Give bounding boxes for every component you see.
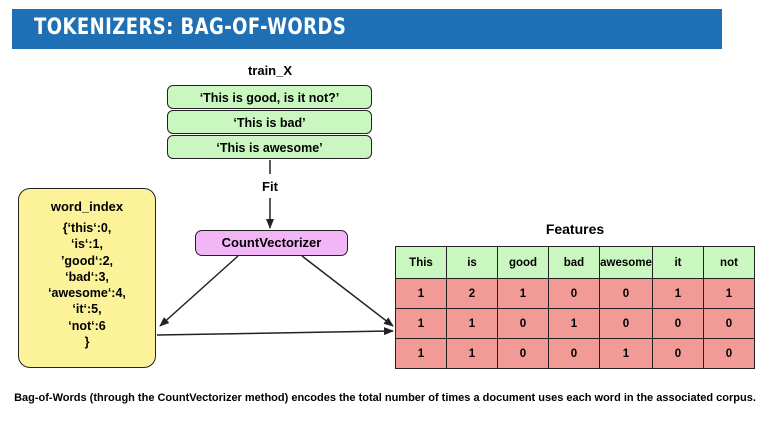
feature-cell: 1 bbox=[446, 338, 498, 369]
count-vectorizer-box: CountVectorizer bbox=[195, 230, 348, 256]
table-row: 1 1 0 0 1 0 0 bbox=[395, 338, 755, 369]
train-doc-2: ‘This is bad’ bbox=[167, 110, 372, 134]
word-index-line: ‘not‘:6 bbox=[68, 318, 106, 333]
feature-cell: 0 bbox=[548, 338, 600, 369]
word-index-line: ‘awesome‘:4, bbox=[48, 286, 126, 301]
feature-header-cell: This bbox=[395, 246, 447, 279]
word-index-line: } bbox=[84, 335, 90, 350]
feature-cell: 1 bbox=[652, 278, 704, 309]
feature-cell: 1 bbox=[599, 338, 653, 369]
word-index-line: ’good‘:2, bbox=[60, 253, 114, 268]
feature-cell: 0 bbox=[652, 308, 704, 339]
feature-header-cell: awesome bbox=[599, 246, 653, 279]
arrow-to-word-index bbox=[159, 255, 239, 327]
feature-cell: 1 bbox=[548, 308, 600, 339]
fit-label: Fit bbox=[262, 179, 278, 194]
feature-cell: 0 bbox=[652, 338, 704, 369]
word-index-title: word_index bbox=[50, 199, 124, 214]
word-index-line: ‘bad‘:3, bbox=[65, 269, 109, 284]
feature-cell: 0 bbox=[599, 308, 653, 339]
features-table: This is good bad awesome it not 1 2 1 0 … bbox=[395, 246, 755, 369]
page-title: TOKENIZERS: BAG-OF-WORDS bbox=[34, 15, 347, 40]
feature-cell: 0 bbox=[497, 338, 549, 369]
feature-cell: 0 bbox=[703, 338, 755, 369]
word-index-entries: {‘this‘:0, ‘is‘:1, ’good‘:2, ‘bad‘:3, ‘a… bbox=[19, 220, 155, 350]
word-index-line: ‘is‘:1, bbox=[71, 237, 103, 252]
title-banner: TOKENIZERS: BAG-OF-WORDS bbox=[12, 9, 722, 49]
train-doc-1: ‘This is good, is it not?’ bbox=[167, 85, 372, 109]
word-index-line: {‘this‘:0, bbox=[62, 221, 112, 235]
feature-cell: 1 bbox=[395, 338, 447, 369]
feature-header-cell: good bbox=[497, 246, 549, 279]
feature-cell: 2 bbox=[446, 278, 498, 309]
word-index-box: word_index {‘this‘:0, ‘is‘:1, ’good‘:2, … bbox=[18, 188, 156, 368]
word-index-line: ‘it‘:5, bbox=[72, 302, 102, 317]
feature-cell: 0 bbox=[497, 308, 549, 339]
caption: Bag-of-Words (through the CountVectorize… bbox=[14, 392, 756, 404]
feature-header-cell: is bbox=[446, 246, 498, 279]
train-doc-3: ‘This is awesome’ bbox=[167, 135, 372, 159]
word-index-to-features-arrow bbox=[156, 327, 394, 336]
features-header-row: This is good bad awesome it not bbox=[395, 246, 755, 279]
feature-cell: 0 bbox=[548, 278, 600, 309]
features-title: Features bbox=[545, 221, 605, 237]
train-x-label: train_X bbox=[247, 63, 293, 78]
arrow-to-features bbox=[301, 255, 394, 327]
table-row: 1 2 1 0 0 1 1 bbox=[395, 278, 755, 309]
table-row: 1 1 0 1 0 0 0 bbox=[395, 308, 755, 339]
feature-header-cell: bad bbox=[548, 246, 600, 279]
feature-cell: 1 bbox=[446, 308, 498, 339]
feature-cell: 1 bbox=[395, 278, 447, 309]
